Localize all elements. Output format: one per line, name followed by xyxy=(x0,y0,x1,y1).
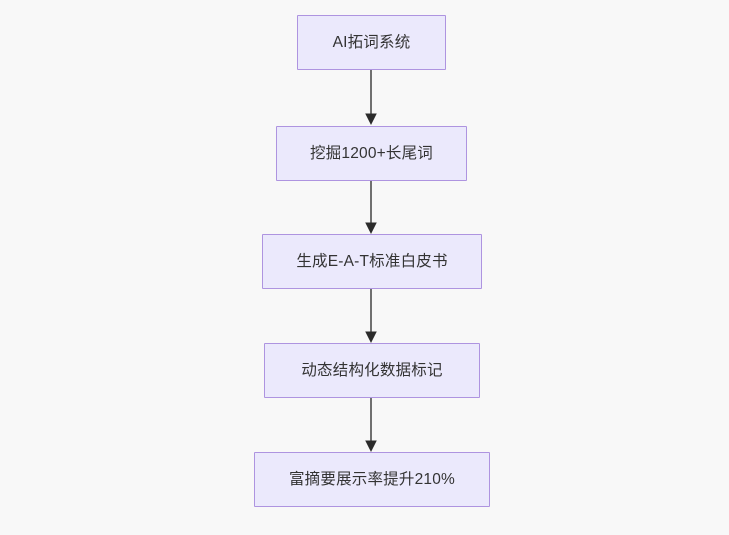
flowchart-edge-n1-n2 xyxy=(359,70,383,126)
flowchart-node-label: 富摘要展示率提升210% xyxy=(288,470,456,488)
flowchart-node-n4[interactable]: 动态结构化数据标记 xyxy=(264,343,480,398)
flowchart-node-n1[interactable]: AI拓词系统 xyxy=(297,15,446,70)
flowchart-edge-n3-n4 xyxy=(359,289,383,344)
flowchart-edge-n2-n3 xyxy=(359,181,383,235)
flowchart-node-n2[interactable]: 挖掘1200+长尾词 xyxy=(276,126,467,181)
flowchart-node-n3[interactable]: 生成E-A-T标准白皮书 xyxy=(262,234,482,289)
flowchart-node-n5[interactable]: 富摘要展示率提升210% xyxy=(254,452,490,507)
flowchart-edge-n4-n5 xyxy=(359,398,383,453)
flowchart-node-label: 动态结构化数据标记 xyxy=(301,361,443,379)
flowchart-node-label: 挖掘1200+长尾词 xyxy=(309,144,434,162)
flowchart-node-label: AI拓词系统 xyxy=(332,33,411,51)
flowchart-node-label: 生成E-A-T标准白皮书 xyxy=(296,252,448,270)
